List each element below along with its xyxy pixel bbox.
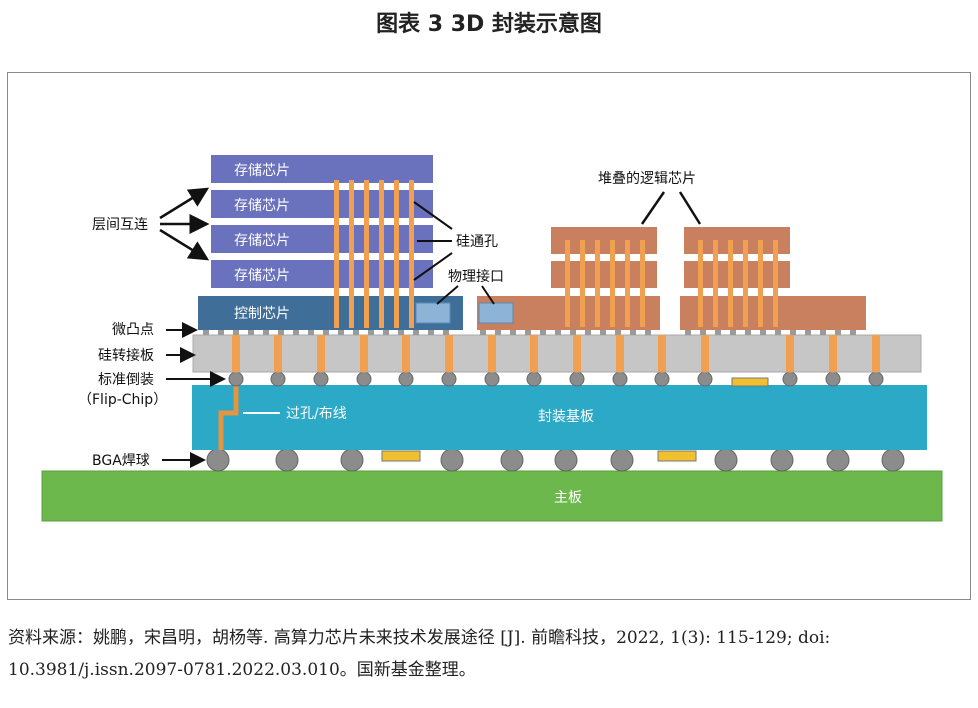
interposer-label: 硅转接板 [98, 347, 154, 364]
phy-label: 物理接口 [448, 268, 504, 285]
interlayer-label: 层间互连 [92, 217, 148, 233]
stacked-logic-label: 堆叠的逻辑芯片 [598, 171, 696, 187]
mainboard-label: 主板 [554, 490, 582, 506]
memory-chip-label: 存储芯片 [234, 198, 290, 214]
mainboard [41, 470, 943, 522]
microbump-label: 微凸点 [112, 322, 154, 338]
flipchip-label: 标准倒装 [98, 372, 154, 388]
substrate-label: 封装基板 [538, 408, 594, 425]
memory-chip-label: 存储芯片 [234, 233, 290, 249]
tsv-label: 硅通孔 [456, 234, 498, 250]
via-wiring [218, 380, 239, 450]
phy-block [478, 302, 514, 324]
source-note: 资料来源：姚鹏，宋昌明，胡杨等. 高算力芯片未来技术发展途径 [J]. 前瞻科技… [8, 628, 831, 680]
flipchip-en-label: （Flip-Chip） [78, 392, 167, 408]
diagram-frame [7, 72, 971, 600]
memory-chip-label: 存储芯片 [234, 268, 290, 284]
figure-title: 图表 3 3D 封装示意图 [376, 12, 602, 37]
logic-tsvs [698, 240, 778, 327]
memory-tsvs [334, 180, 414, 328]
passive-component [657, 450, 697, 462]
logic-tsvs [565, 240, 645, 327]
memory-chip [211, 155, 433, 183]
via-label: 过孔/布线 [286, 406, 347, 422]
bga-solder-balls [206, 448, 905, 472]
3d-package-diagram: 主板 封装基板 [41, 155, 943, 522]
silicon-interposer [192, 334, 922, 373]
control-chip-label: 控制芯片 [234, 306, 290, 322]
micro-bumps [203, 330, 856, 335]
package-substrate [192, 385, 927, 450]
passive-component [381, 450, 421, 462]
memory-chip-label: 存储芯片 [234, 163, 290, 179]
passive-component [731, 377, 769, 387]
interposer-tsvs [232, 335, 880, 372]
phy-block [415, 302, 451, 324]
bga-label: BGA焊球 [92, 453, 150, 469]
